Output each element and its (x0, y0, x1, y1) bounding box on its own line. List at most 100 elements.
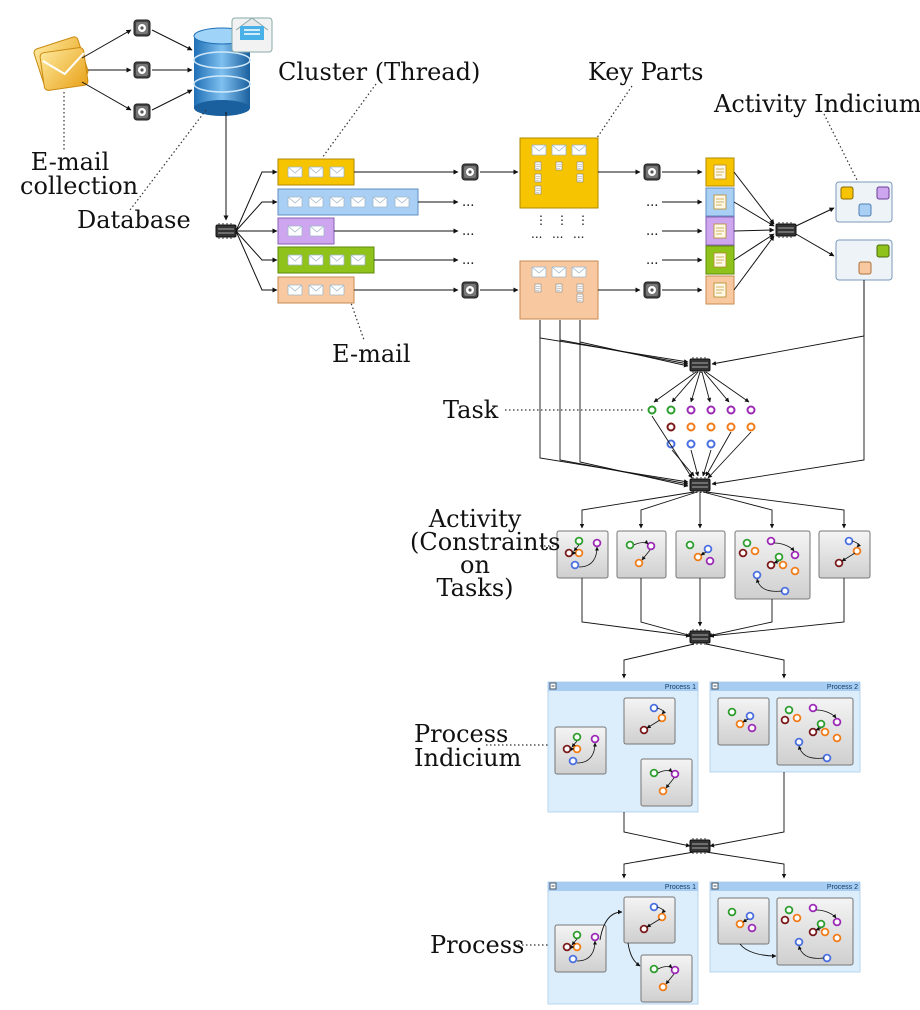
gear-icon (133, 19, 151, 37)
document-icon (705, 157, 735, 187)
task-circle (822, 953, 832, 963)
constraint-arrow (797, 945, 825, 959)
task-circle (792, 713, 802, 723)
vellipsis-text: ⋮ (556, 213, 568, 227)
panel-title: Process 2 (827, 884, 858, 891)
constraint-arrow (815, 909, 837, 919)
task-circle (686, 422, 696, 432)
constraint-arrow (573, 544, 580, 552)
cluster-blue (277, 188, 419, 216)
label-line: on (460, 551, 490, 579)
process-panel: Process 2 (709, 881, 861, 973)
document-icon (705, 187, 735, 217)
task-circle (780, 915, 790, 925)
vellipsis-text: ⋮ (535, 213, 547, 227)
constraint-arrow (851, 540, 861, 548)
task-circle (852, 546, 862, 556)
task-circle (590, 734, 600, 744)
cluster-purple (277, 217, 335, 245)
merge-chip-icon (689, 476, 711, 494)
ellipsis-text: ... (646, 253, 658, 268)
constraint-arrow (657, 964, 673, 970)
task-circle (658, 982, 668, 992)
merge-chip-icon (689, 837, 711, 855)
vellipsis-text: ⋮ (577, 213, 589, 227)
task-circle (646, 541, 656, 551)
envelope-stack-icon (33, 36, 89, 91)
task-circle (693, 552, 703, 562)
constraint-arrow (576, 940, 597, 962)
task-circle (568, 756, 578, 766)
constraint-arrow (815, 926, 822, 931)
task-circle (726, 422, 736, 432)
merge-chip-icon (689, 628, 711, 646)
task-circle (820, 727, 830, 737)
label-process-indicium: Process Indicium (414, 722, 522, 772)
task-circle (574, 548, 584, 558)
ellipsis-text: ... (552, 227, 563, 241)
constraint-arrow (656, 906, 666, 914)
task-circle (592, 538, 602, 548)
ellipsis-text: ... (462, 253, 474, 268)
activity-indicium-box (835, 239, 893, 281)
activity-box (616, 530, 667, 579)
ellipsis-text: ... (462, 195, 474, 210)
ellipsis-text: ... (462, 224, 474, 239)
process-panel: Process 2 (709, 681, 861, 773)
task-circle (766, 560, 776, 570)
constraint-arrow (797, 745, 825, 759)
task-circle (790, 550, 800, 560)
constraint-arrow (576, 742, 597, 764)
task-circle (766, 536, 776, 546)
task-circle (639, 725, 649, 735)
task-circle (562, 942, 572, 952)
panel-title: Process 2 (827, 684, 858, 691)
task-circle (735, 919, 745, 929)
ellipsis-text: ... (646, 224, 658, 239)
task-circle (572, 732, 582, 742)
gear-icon (133, 103, 151, 121)
panel-title: Process 1 (665, 884, 696, 891)
gear-icon (461, 163, 479, 181)
task-circle (658, 786, 668, 796)
label-line: Activity (428, 505, 522, 533)
task-circle (790, 566, 800, 576)
constraint-arrow (815, 726, 822, 731)
task-circle (686, 405, 696, 415)
task-circle (666, 422, 676, 432)
task-circle (670, 965, 680, 975)
task-circle (780, 586, 790, 596)
task-circle (808, 703, 818, 713)
task-circle (568, 954, 578, 964)
task-circle (808, 927, 818, 937)
label-line: Indicium (414, 744, 522, 772)
constraint-arrow (641, 549, 651, 561)
key-parts-yellow (519, 137, 599, 209)
task-circle (649, 964, 659, 974)
constraint-arrow (646, 918, 661, 928)
task-circle (808, 903, 818, 913)
task-circle (816, 919, 826, 929)
task-circle (572, 942, 582, 952)
label-line: collection (20, 172, 139, 200)
task-circle (572, 930, 582, 940)
task-circle (706, 439, 716, 449)
constraint-arrow (646, 719, 661, 729)
constraint-arrow (633, 540, 649, 546)
task-circle (780, 715, 790, 725)
task-circle (705, 556, 715, 566)
task-circle (657, 713, 667, 723)
label-task: Task (443, 396, 499, 424)
task-circle (562, 744, 572, 754)
ellipsis-text: ... (646, 195, 658, 210)
task-circle (639, 924, 649, 934)
task-circle (784, 905, 794, 915)
task-circle (647, 405, 657, 415)
constraint-arrow (657, 768, 673, 774)
task-circle (727, 907, 737, 917)
constraint-arrow (578, 546, 599, 568)
activity-indicium-box (835, 181, 893, 223)
task-circle (590, 932, 600, 942)
constraint-arrow (755, 578, 783, 592)
